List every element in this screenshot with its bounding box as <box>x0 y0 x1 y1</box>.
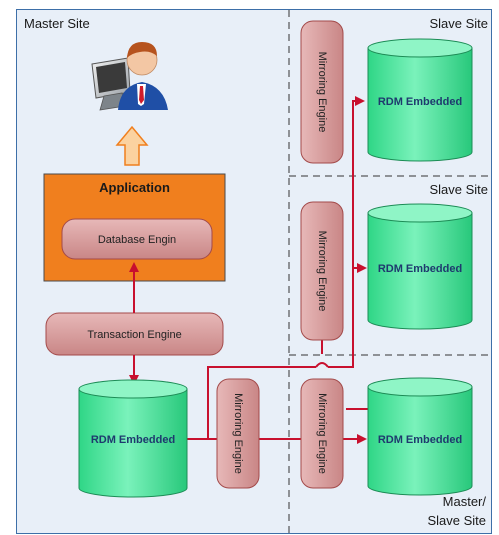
master-slave-site-label-line1: Master/ <box>443 494 487 509</box>
link-branch-horizontal <box>207 366 316 439</box>
transaction-engine-label: Transaction Engine <box>87 329 181 341</box>
slave-1-database <box>367 38 473 162</box>
mirroring-engine-master-slave <box>300 378 344 489</box>
mirroring-engine-master-label: Mirroring Engine <box>232 393 244 474</box>
slave-2-database <box>367 203 473 330</box>
mirroring-engine-slave-1-label: Mirroring Engine <box>316 52 328 133</box>
mirroring-engine-slave-1 <box>300 20 344 164</box>
user-at-computer-icon <box>91 42 168 111</box>
slave-2-database-label: RDM Embedded <box>378 263 462 275</box>
slave-site-label-1: Slave Site <box>429 16 488 31</box>
master-slave-database-label: RDM Embedded <box>378 434 462 446</box>
mirroring-engine-master <box>216 378 260 489</box>
master-database-label: RDM Embedded <box>91 434 175 446</box>
mirroring-engine-slave-2 <box>300 201 344 341</box>
master-database <box>78 379 188 498</box>
database-engine-box <box>61 218 213 260</box>
mirroring-engine-slave-2-label: Mirroring Engine <box>316 231 328 312</box>
mirroring-engine-master-slave-label: Mirroring Engine <box>316 393 328 474</box>
application-title: Application <box>99 180 170 195</box>
slave-site-label-2: Slave Site <box>429 182 488 197</box>
link-to-slave-1 <box>328 96 365 368</box>
database-engine-label: Database Engin <box>98 234 176 246</box>
link-crossover-hop <box>315 362 329 368</box>
up-arrow-icon <box>115 125 149 166</box>
master-slave-database <box>367 377 473 496</box>
master-slave-site-label-line2: Slave Site <box>427 513 486 528</box>
master-site-label: Master Site <box>24 16 90 31</box>
slave-1-database-label: RDM Embedded <box>378 96 462 108</box>
